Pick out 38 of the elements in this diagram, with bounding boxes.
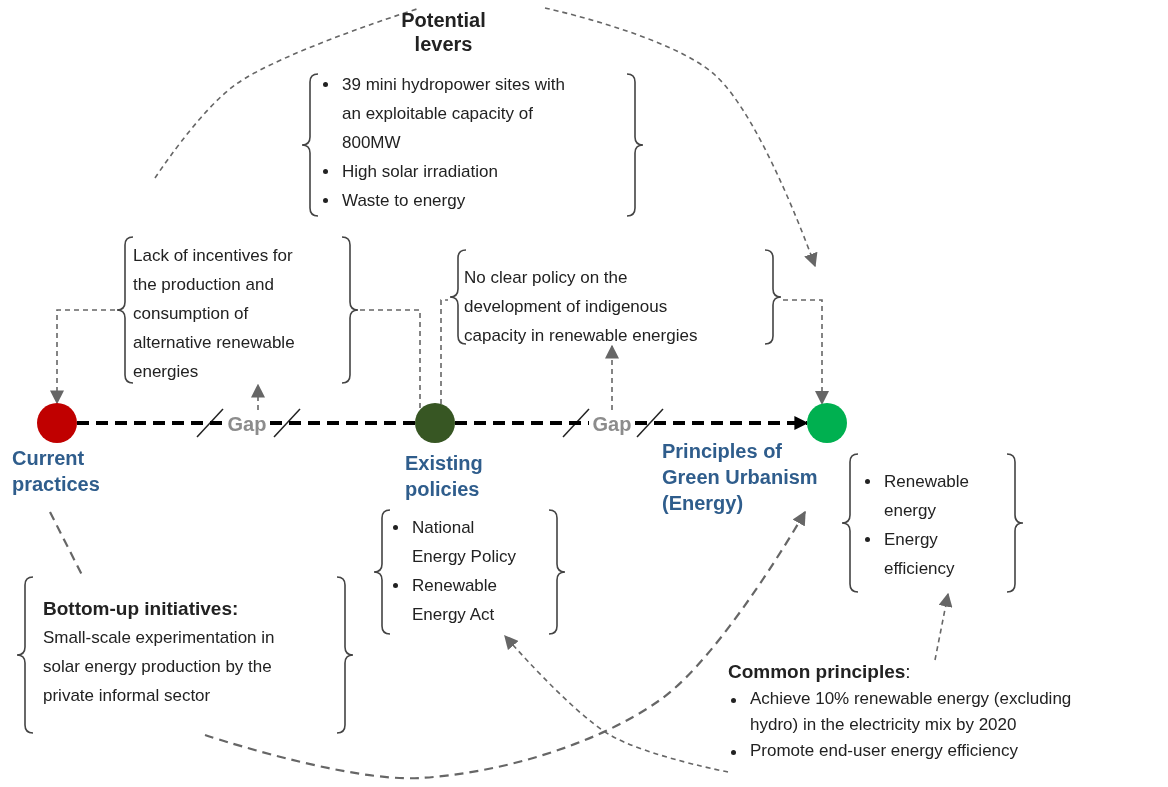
heading: Potential levers — [400, 8, 487, 56]
gap-label: Gap — [589, 410, 635, 438]
dashed-line — [455, 421, 589, 425]
bullet-item: Energy efficiency — [884, 530, 955, 578]
dashed-line — [49, 511, 83, 576]
bullet-item: Renewable energy — [884, 472, 970, 520]
bullet-item: Achieve 10% renewable energy (excluding hydro) in the electricity mix by 2020 — [750, 689, 1072, 734]
dashed-line — [359, 309, 421, 411]
bullet-item: 39 mini hydropower sites with an exploitable capacity of 800MW — [342, 75, 565, 152]
dashed-arrow — [605, 344, 619, 411]
dashed-arrow — [50, 309, 116, 405]
bullet-item: Waste to energy — [342, 191, 466, 210]
bullet-item: National Energy Policy — [412, 518, 516, 566]
dashed-line — [440, 299, 449, 405]
dashed-arrow — [635, 416, 809, 430]
dashed-line — [77, 421, 224, 425]
stage-label: Current practices — [12, 446, 101, 497]
heading: Common principles: — [728, 660, 911, 684]
dashed-arrow — [504, 634, 729, 773]
stage-label: Principles of Green Urbanism (Energy) — [662, 439, 819, 516]
milestone-circle — [415, 403, 455, 443]
dashed-arrow — [544, 7, 818, 268]
bullet-item: Promote end-user energy efficiency — [750, 741, 1019, 760]
note-text: Lack of incentives for the production and consumption of alternative renewable energies — [133, 245, 296, 383]
dashed-line — [270, 421, 415, 425]
dashed-arrow — [934, 592, 953, 661]
stage-label: Existing policies — [405, 451, 484, 502]
dashed-arrow — [251, 383, 265, 411]
heading: Bottom-up initiatives: — [43, 597, 239, 621]
dashed-arrow — [204, 510, 806, 780]
note-text: No clear policy on the development of indigenous capacity in renewable energies — [464, 267, 699, 347]
gap-label: Gap — [224, 410, 270, 438]
dashed-arrow — [782, 299, 829, 406]
milestone-circle — [37, 403, 77, 443]
bullet-item: High solar irradiation — [342, 162, 498, 181]
bullet-item: Renewable Energy Act — [412, 576, 498, 624]
milestone-circle — [807, 403, 847, 443]
note-text: Small-scale experimentation in solar energy production by the private informal sector — [43, 627, 276, 707]
